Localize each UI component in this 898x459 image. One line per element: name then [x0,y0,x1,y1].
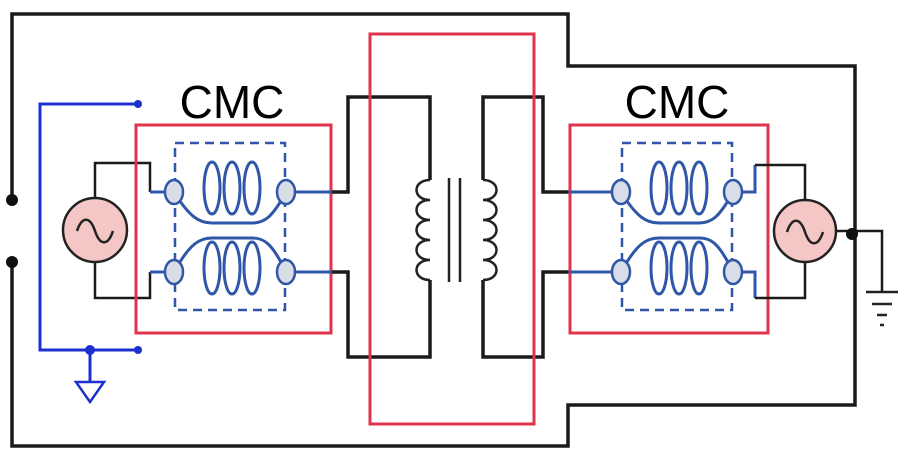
signal-ground-wire [38,100,142,405]
ac-wave-icon [785,219,825,245]
signal-ground-icon [73,380,107,405]
right-ac-source [755,163,838,300]
right-common-mode-choke [568,123,770,335]
earth-ground [836,228,898,327]
left-ac-source [61,161,152,300]
isolation-transformer [332,32,570,426]
left-terminal-top [6,194,18,206]
earth-ground-icon [866,290,898,327]
cmc-label-right: CMC [625,76,730,128]
left-terminal-bottom [6,256,18,268]
ac-wave-icon [75,218,115,244]
cmc-label-left: CMC [180,76,285,128]
left-common-mode-choke [134,123,333,335]
